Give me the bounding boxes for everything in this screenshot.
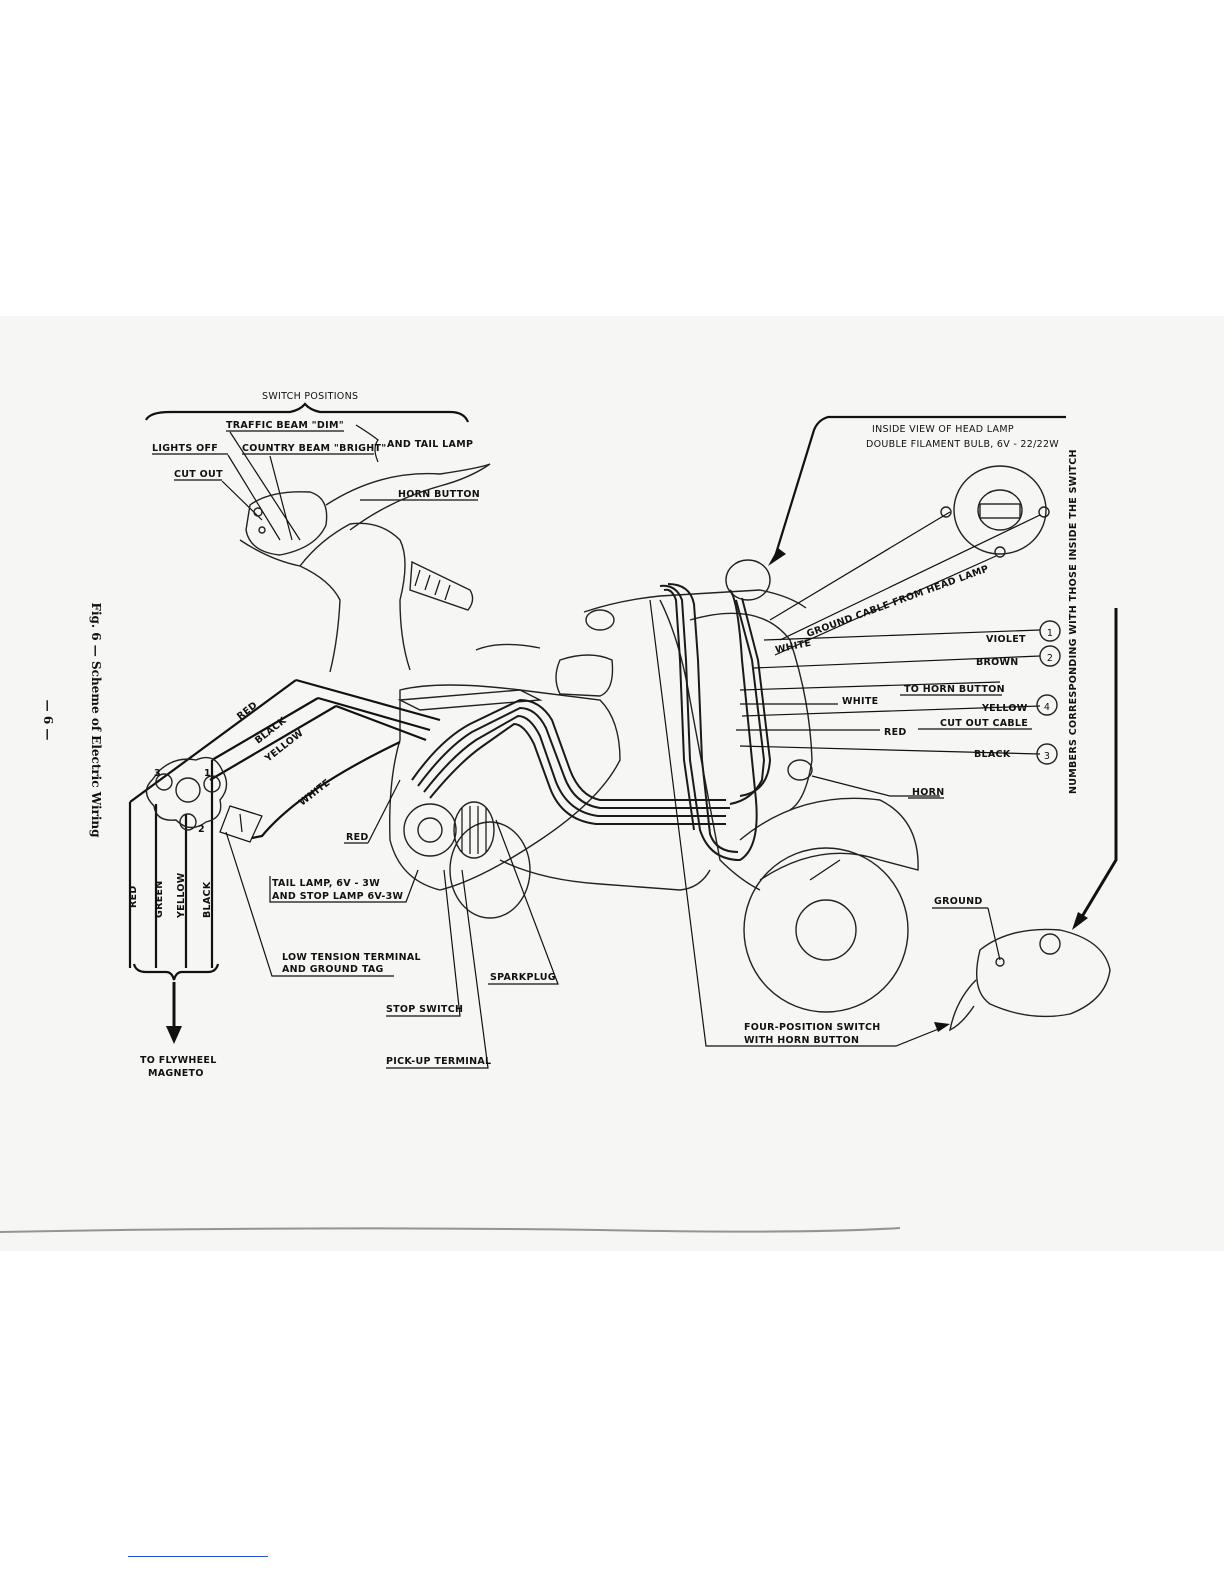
white-cable-label: WHITE (774, 638, 812, 656)
wire-yellow: YELLOW (981, 703, 1028, 714)
traffic-beam-label: TRAFFIC BEAM "DIM" (226, 420, 344, 431)
tail-lamp-label-2: AND STOP LAMP 6V-3W (272, 891, 404, 902)
magneto-arrow (166, 1026, 182, 1044)
to-flywheel-label: TO FLYWHEEL (140, 1055, 217, 1066)
head-lamp-inset: INSIDE VIEW OF HEAD LAMP DOUBLE FILAMENT… (768, 415, 1066, 656)
numbers-note: NUMBERS CORRESPONDING WITH THOSE INSIDE … (1068, 449, 1079, 794)
terminal-num-1: 1 (204, 768, 211, 779)
engine-labels: RED TAIL LAMP, 6V - 3W AND STOP LAMP 6V-… (269, 779, 559, 1069)
grip (409, 560, 474, 611)
low-tension-label-1: LOW TENSION TERMINAL (282, 952, 421, 963)
front-wheel (743, 847, 909, 1013)
wire-brown: BROWN (976, 657, 1019, 668)
magneto-label: MAGNETO (148, 1068, 204, 1079)
head-lamp-arrow-line (772, 415, 1066, 561)
wire-to-horn-button: TO HORN BUTTON (904, 684, 1005, 695)
rear-wheel (449, 821, 531, 919)
cylinder (453, 801, 495, 859)
handlebar (583, 589, 807, 613)
magneto-brace (132, 963, 220, 981)
horn (787, 759, 813, 781)
wire-num-3: 3 (1044, 751, 1050, 762)
wire-red-vertical: RED (128, 885, 139, 908)
horn-button-sub-label: WITH HORN BUTTON (744, 1035, 859, 1046)
low-tension-label-2: AND GROUND TAG (282, 964, 384, 975)
wire-yellow-vertical: YELLOW (176, 872, 187, 919)
wire-cut-out-cable: CUT OUT CABLE (940, 718, 1028, 729)
switch-positions-brace (145, 402, 470, 423)
ground-label: GROUND (934, 896, 983, 907)
ground-cable-label: GROUND CABLE FROM HEAD LAMP (805, 563, 990, 639)
headlamp (725, 559, 771, 601)
switch-positions-diagram: SWITCH POSITIONS TRAFFIC BEAM "DIM" COUN… (145, 391, 491, 673)
and-tail-lamp-label: AND TAIL LAMP (387, 439, 473, 450)
left-grip (585, 609, 615, 631)
wire-black-vertical: BLACK (202, 881, 213, 918)
beam-brace (355, 424, 379, 463)
flywheel (403, 803, 457, 857)
wire-white-top: WHITE (297, 777, 332, 808)
horn-button-label: HORN BUTTON (398, 489, 480, 500)
handle-lever (325, 463, 491, 531)
tail-lamp-label-1: TAIL LAMP, 6V - 3W (272, 878, 380, 889)
country-beam-label: COUNTRY BEAM "BRIGHT" (242, 443, 387, 454)
pickup-terminal-label: PICK-UP TERMINAL (386, 1056, 491, 1067)
lights-off-label: LIGHTS OFF (152, 443, 218, 454)
head-lamp-title: INSIDE VIEW OF HEAD LAMP (872, 424, 1014, 435)
front-fender (739, 797, 919, 881)
arrow-head (768, 548, 786, 566)
figure-caption: Fig. 6 — Scheme of Electric Wiring (89, 602, 103, 838)
wire-labels-right: VIOLET 1 BROWN 2 TO HORN BUTTON WHITE YE… (774, 449, 1079, 799)
seat (555, 654, 614, 697)
switch-body (976, 928, 1111, 1018)
bottom-underline-link[interactable] (128, 1556, 268, 1557)
wire-red: RED (884, 727, 907, 738)
head-lamp-bulb: DOUBLE FILAMENT BULB, 6V - 22/22W (866, 439, 1059, 450)
footboard (499, 859, 711, 891)
cut-out-label: CUT OUT (174, 469, 223, 480)
four-position-switch-inset: GROUND FOUR-POSITION SWITCH WITH HORN BU… (649, 599, 1118, 1047)
lamp-reflector (953, 465, 1047, 555)
rack (397, 689, 543, 711)
sparkplug-label: SPARKPLUG (490, 972, 556, 983)
four-position-switch-label: FOUR-POSITION SWITCH (744, 1022, 881, 1033)
engine-red-label: RED (346, 832, 369, 843)
switch-housing (245, 491, 328, 556)
wiring-harness (251, 583, 1041, 862)
terminal-num-3: 3 (154, 768, 161, 779)
terminal-num-2: 2 (198, 824, 205, 835)
page-number: — 6 — (41, 700, 55, 741)
wire-num-1: 1 (1047, 628, 1053, 639)
wire-num-4: 4 (1044, 702, 1050, 713)
switch-arrow-line (1078, 608, 1118, 921)
stop-switch-label: STOP SWITCH (386, 1004, 463, 1015)
wire-white: WHITE (842, 696, 878, 707)
wire-black: BLACK (974, 749, 1011, 760)
wire-green-vertical: GREEN (154, 880, 165, 918)
switch-lever (949, 979, 977, 1032)
wire-red-top: RED (235, 700, 260, 723)
ground-tag (219, 805, 263, 843)
wire-num-2: 2 (1047, 653, 1053, 664)
hand-outline (239, 539, 341, 673)
terminal-plate (145, 756, 228, 829)
horn-label: HORN (912, 787, 945, 798)
scan-edge-streak (0, 1227, 901, 1233)
wire-violet: VIOLET (986, 634, 1026, 645)
switch-positions-header: SWITCH POSITIONS (262, 391, 358, 402)
